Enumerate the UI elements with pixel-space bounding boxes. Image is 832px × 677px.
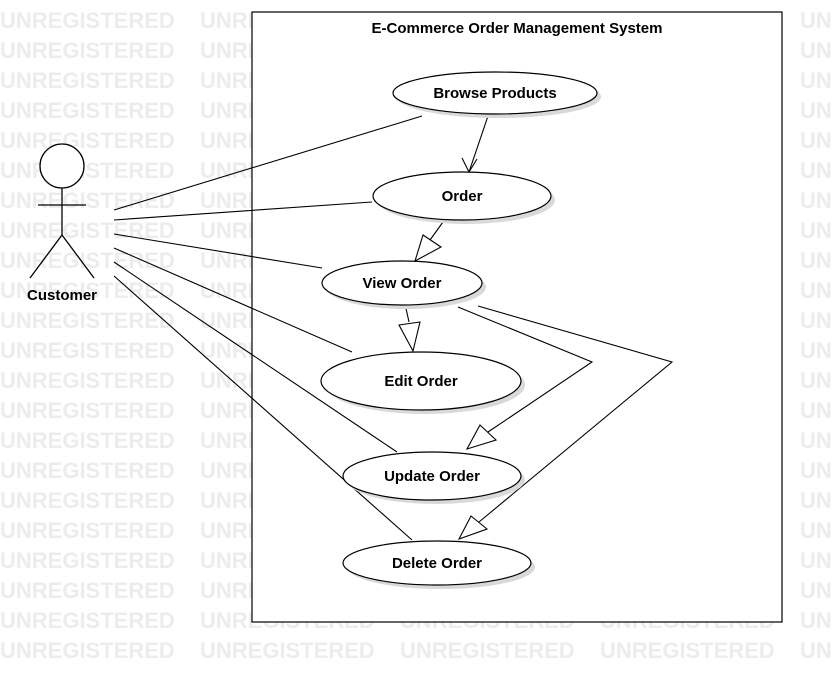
use-case-view-order[interactable]: View Order <box>321 260 486 309</box>
association-update <box>113 261 398 453</box>
use-case-label: View Order <box>363 275 442 292</box>
use-case-ellipse <box>392 71 598 115</box>
use-case-label: Order <box>442 188 483 205</box>
rel-view-delete-line <box>477 305 674 523</box>
association-browse <box>113 115 423 211</box>
association-view <box>113 233 323 269</box>
use-case-delete-order[interactable]: Delete Order <box>342 540 535 589</box>
actor-label: Customer <box>27 287 97 304</box>
use-case-ellipse <box>321 260 483 306</box>
watermark-text: UNREGISTERED <box>0 518 175 543</box>
watermark-text: UNREGISTERED <box>600 638 775 663</box>
watermark-text: UNREGISTERED <box>800 98 832 123</box>
watermark-text: UNREGISTERED <box>800 608 832 633</box>
use-case-ellipse <box>342 451 522 501</box>
watermark-text: UNREGISTERED <box>800 158 832 183</box>
association-order <box>113 201 373 221</box>
use-case-browse-products[interactable]: Browse Products <box>392 71 601 118</box>
watermark-text: UNREGISTERED <box>200 638 375 663</box>
watermark-text: UNREGISTERED <box>800 278 832 303</box>
use-case-ellipse <box>372 171 552 221</box>
watermark-text: UNREGISTERED <box>0 188 175 213</box>
rel-view-edit-triangle <box>398 321 421 353</box>
watermark-text: UNREGISTERED <box>800 308 832 333</box>
rel-order-view-line <box>429 221 444 241</box>
watermark-text: UNREGISTERED <box>0 8 175 33</box>
watermark-text: UNREGISTERED <box>800 518 832 543</box>
use-case-order[interactable]: Order <box>372 171 555 224</box>
watermark-text: UNREGISTERED <box>0 38 175 63</box>
actor-head <box>39 143 85 189</box>
watermark-text: UNREGISTERED <box>0 608 175 633</box>
association-delete <box>113 275 413 541</box>
use-case-label: Browse Products <box>433 85 556 102</box>
watermark-text: UNREGISTERED <box>800 188 832 213</box>
watermark-text: UNREGISTERED <box>800 578 832 603</box>
watermark-text: UNREGISTERED <box>0 308 175 333</box>
watermark-text: UNREGISTERED <box>800 8 832 33</box>
watermark-text: UNREGISTERED <box>0 98 175 123</box>
watermark-text: UNREGISTERED <box>800 428 832 453</box>
watermark-text: UNREGISTERED <box>0 68 175 93</box>
watermark-text: UNREGISTERED <box>800 398 832 423</box>
watermark-text: UNREGISTERED <box>0 338 175 363</box>
rel-order-view-triangle <box>414 234 443 263</box>
watermark-text: UNREGISTERED <box>800 338 832 363</box>
watermark-text: UNREGISTERED <box>800 128 832 153</box>
watermark-text: UNREGISTERED <box>0 278 175 303</box>
watermark-text: UNREGISTERED <box>800 458 832 483</box>
use-case-ellipse <box>342 540 532 586</box>
watermark-text: UNREGISTERED <box>800 248 832 273</box>
watermark-text: UNREGISTERED <box>0 548 175 573</box>
associations <box>113 115 423 541</box>
watermark-text: UNREGISTERED <box>0 158 175 183</box>
watermark-text: UNREGISTERED <box>0 578 175 603</box>
use-case-label: Edit Order <box>384 373 458 390</box>
actor-right-leg <box>61 234 95 279</box>
watermark-text: UNREGISTERED <box>800 368 832 393</box>
watermark-text: UNREGISTERED <box>800 638 832 663</box>
rel-view-delete-triangle <box>457 515 489 540</box>
watermark-text: UNREGISTERED <box>0 488 175 513</box>
rel-browse-order-line <box>468 115 489 173</box>
watermark-text: UNREGISTERED <box>800 38 832 63</box>
watermark-text: UNREGISTERED <box>0 428 175 453</box>
watermark-text: UNREGISTERED <box>800 488 832 513</box>
rel-view-update-line <box>457 306 594 433</box>
watermark-text: UNREGISTERED <box>800 68 832 93</box>
watermark-text: UNREGISTERED <box>0 638 175 663</box>
watermark-text: UNREGISTERED <box>0 398 175 423</box>
use-case-ellipse <box>320 351 522 411</box>
watermark-text: UNREGISTERED <box>800 218 832 243</box>
watermark-text: UNREGISTERED <box>0 128 175 153</box>
watermark-text: UNREGISTERED <box>0 458 175 483</box>
use-case-update-order[interactable]: Update Order <box>342 451 525 504</box>
watermark-text: UNREGISTERED <box>800 548 832 573</box>
use-case-label: Delete Order <box>392 555 482 572</box>
rel-view-update-triangle <box>465 424 498 450</box>
watermark-text: UNREGISTERED <box>400 638 575 663</box>
system-title: E-Commerce Order Management System <box>372 20 663 37</box>
use-case-label: Update Order <box>384 468 480 485</box>
actor-customer[interactable] <box>29 143 95 279</box>
use-case-edit-order[interactable]: Edit Order <box>320 351 525 414</box>
association-edit <box>113 247 353 353</box>
actor-left-leg <box>29 234 63 279</box>
watermark-text: UNREGISTERED <box>0 368 175 393</box>
